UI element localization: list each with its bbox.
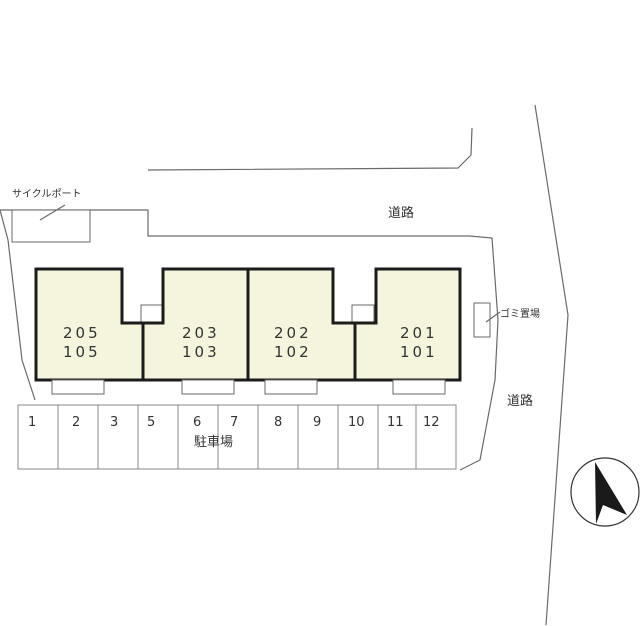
parking-label: 駐車場 (194, 435, 233, 450)
entrance-step (181, 379, 235, 395)
unit-number-lower: 105 (63, 343, 101, 361)
unit-number-upper: 201 (400, 324, 438, 342)
parking-number: 12 (423, 415, 440, 430)
entrance-step (392, 379, 446, 395)
cycle-port-shape (11, 209, 91, 243)
left-edge-line (0, 209, 36, 401)
unit-number-lower: 102 (274, 343, 312, 361)
road-label-top: 道路 (388, 205, 414, 221)
cycle-port-leader (39, 204, 66, 221)
parking-space[interactable] (297, 404, 339, 470)
parking-number: 10 (348, 415, 365, 430)
unit-number-upper: 205 (63, 324, 101, 342)
road-label-right: 道路 (507, 393, 533, 409)
top-boundary-line (147, 127, 473, 171)
parking-number: 9 (313, 415, 321, 430)
parking-space[interactable] (17, 404, 59, 470)
parking-space[interactable] (257, 404, 299, 470)
parking-space[interactable] (57, 404, 99, 470)
unit-number-lower: 101 (400, 343, 438, 361)
parking-number: 5 (147, 415, 155, 430)
garbage-label: ゴミ置場 (500, 307, 540, 320)
parking-number: 6 (193, 415, 201, 430)
right-road-line (534, 104, 569, 626)
entrance-step (51, 379, 105, 395)
parking-number: 11 (387, 415, 404, 430)
parking-space[interactable] (137, 404, 179, 470)
unit-number-upper: 203 (182, 324, 220, 342)
garbage-area-shape (473, 302, 491, 338)
entrance-step (264, 379, 318, 395)
unit-number-lower: 103 (182, 343, 220, 361)
parking-space[interactable] (177, 404, 219, 470)
parking-number: 3 (110, 415, 118, 430)
parking-space[interactable] (97, 404, 139, 470)
parking-number: 2 (72, 415, 80, 430)
parking-space[interactable] (337, 404, 379, 470)
garbage-leader (485, 311, 501, 323)
unit-201-101[interactable] (353, 267, 462, 382)
cycle-port-label: サイクルポート (12, 188, 82, 200)
unit-number-upper: 202 (274, 324, 312, 342)
north-arrow-icon (570, 457, 640, 527)
parking-number: 8 (274, 415, 282, 430)
road-edge-line (0, 209, 499, 471)
parking-space[interactable] (415, 404, 457, 470)
parking-number: 1 (28, 415, 36, 430)
parking-area (17, 404, 457, 470)
parking-number: 7 (230, 415, 238, 430)
